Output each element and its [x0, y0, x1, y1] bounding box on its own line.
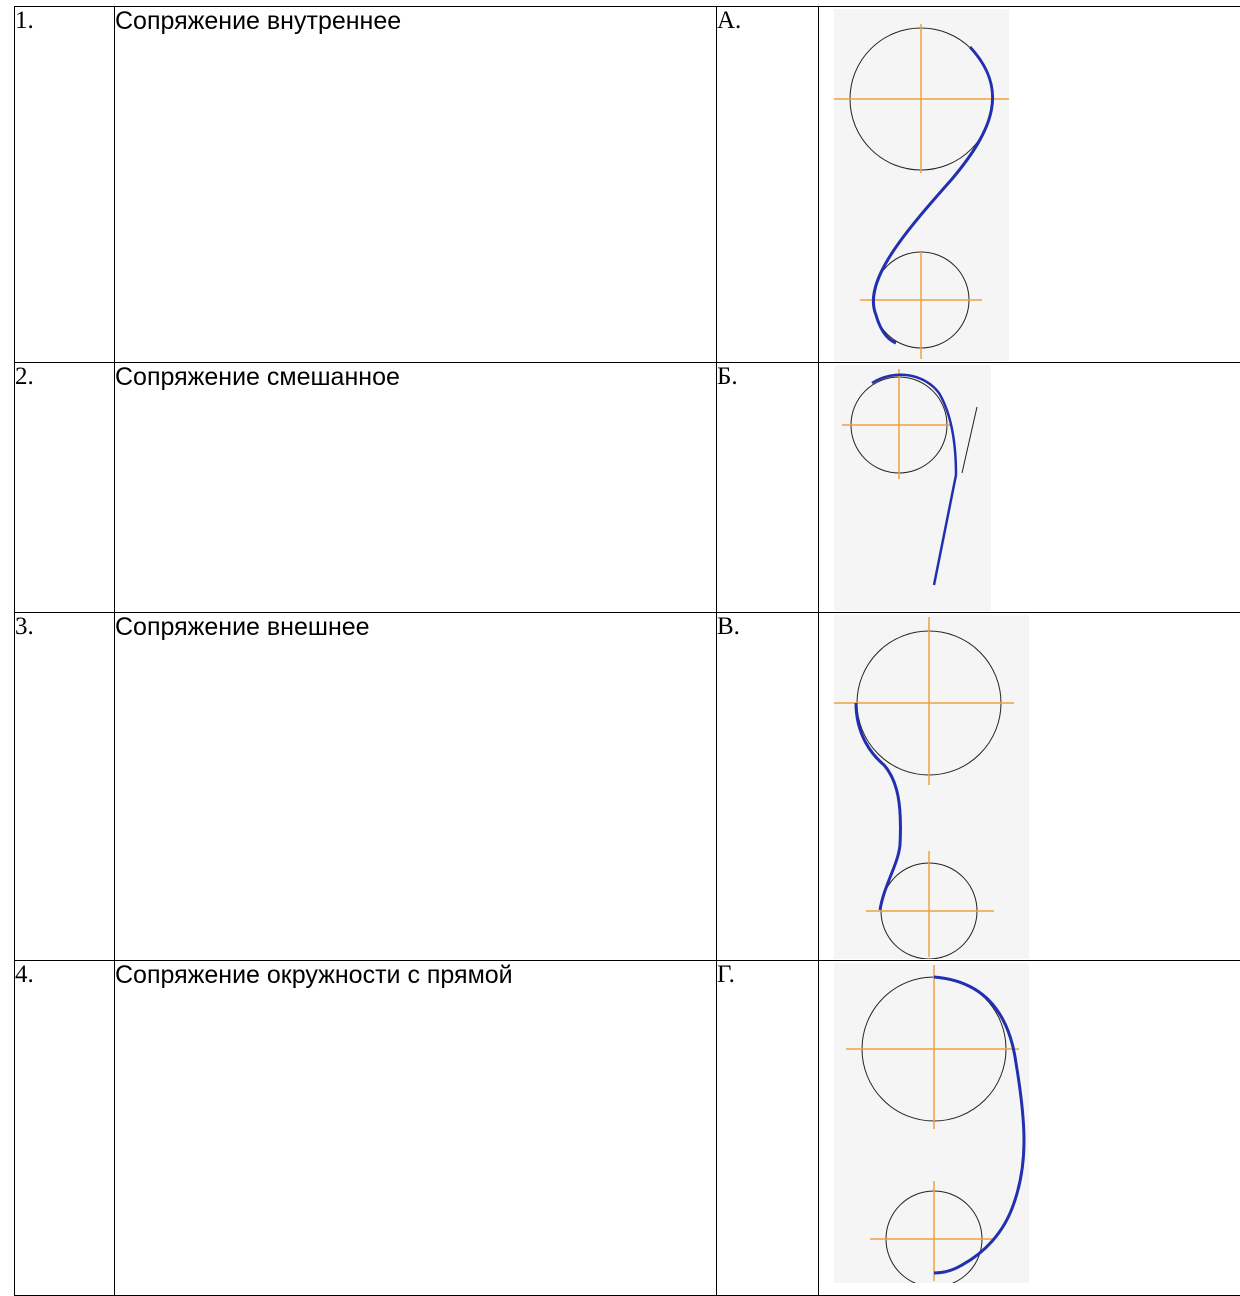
row-description: Сопряжение внутреннее: [115, 7, 717, 363]
row-number: 4.: [15, 961, 115, 1296]
left-connected-circles-diagram: [834, 615, 1029, 959]
matching-table: 1. Сопряжение внутреннее А. 2. Сопряжени…: [14, 6, 1240, 1296]
figure-cell: [819, 363, 1240, 613]
right-arc-circles-diagram: [834, 963, 1029, 1283]
table-row: 2. Сопряжение смешанное Б.: [15, 363, 1240, 613]
row-description: Сопряжение смешанное: [115, 363, 717, 613]
table-row: 4. Сопряжение окружности с прямой Г.: [15, 961, 1240, 1296]
row-number: 3.: [15, 613, 115, 961]
row-description: Сопряжение окружности с прямой: [115, 961, 717, 1296]
row-letter: Г.: [717, 961, 819, 1296]
s-curve-two-circles-diagram: [834, 9, 1009, 361]
figure-cell: [819, 961, 1240, 1296]
row-description: Сопряжение внешнее: [115, 613, 717, 961]
row-letter: В.: [717, 613, 819, 961]
row-letter: А.: [717, 7, 819, 363]
circle-with-line-diagram: [834, 365, 991, 611]
figure-cell: [819, 7, 1240, 363]
table-row: 1. Сопряжение внутреннее А.: [15, 7, 1240, 363]
row-number: 1.: [15, 7, 115, 363]
row-number: 2.: [15, 363, 115, 613]
table-row: 3. Сопряжение внешнее В.: [15, 613, 1240, 961]
row-letter: Б.: [717, 363, 819, 613]
figure-cell: [819, 613, 1240, 961]
